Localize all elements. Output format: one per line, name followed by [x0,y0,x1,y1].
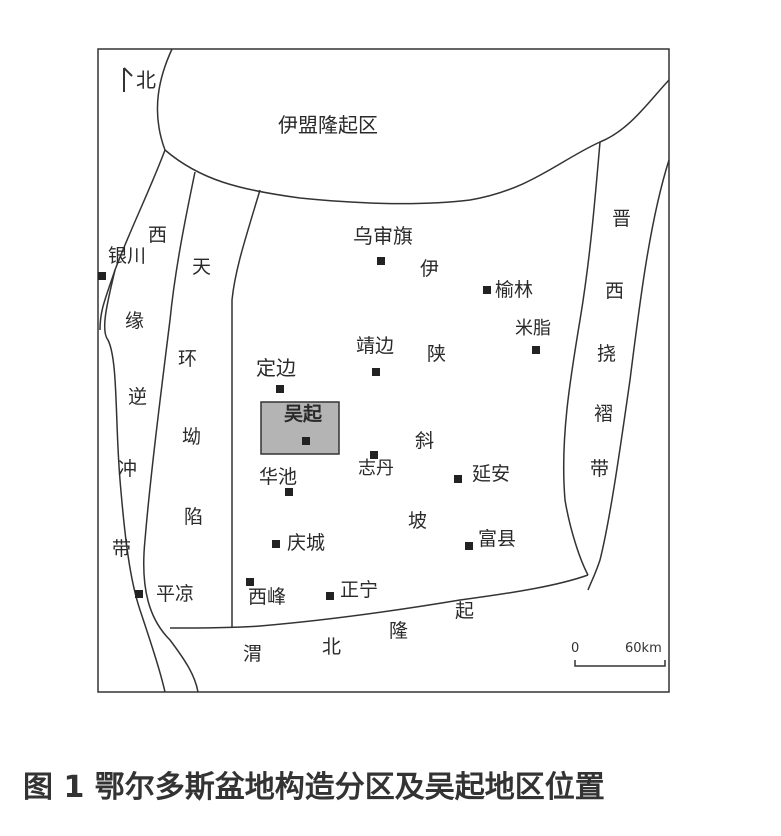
region-yishan-char4: 坡 [408,510,428,532]
region-jinxi-char1: 晋 [612,208,632,230]
north-label: 北 [136,68,156,92]
city-dingbian: 定边 [256,356,296,380]
city-zhengning: 正宁 [340,579,379,601]
city-mizhi: 米脂 [515,318,551,339]
marker-pingliang [135,590,143,598]
city-wushenqi: 乌审旗 [353,224,413,248]
region-tianhuan-char2: 环 [178,348,198,370]
region-yishan-char2: 陕 [427,343,447,365]
wuqi-highlight [260,401,340,455]
region-weibei-char4: 起 [455,600,475,622]
map-frame [97,48,670,693]
region-xiyuan-char5: 带 [112,538,132,560]
region-yishan-char1: 伊 [420,258,440,280]
region-weibei-char1: 渭 [243,643,263,665]
marker-mizhi [532,346,540,354]
jinxi-west-boundary [562,141,601,576]
marker-fuxian [465,542,473,550]
figure-caption: 图 1 鄂尔多斯盆地构造分区及吴起地区位置 [23,770,605,805]
city-yulin: 榆林 [495,279,534,301]
city-fuxian: 富县 [478,528,517,550]
scale-bar [574,660,666,667]
city-pingliang: 平凉 [156,583,195,605]
region-jinxi-char2: 西 [605,280,625,302]
jinxi-east-boundary [587,159,670,591]
marker-dingbian [276,385,284,393]
marker-qingcheng [272,540,280,548]
marker-huachi [285,488,293,496]
city-jingbian: 靖边 [356,335,395,357]
marker-zhidan [370,451,378,459]
region-jinxi-char4: 褶 [594,403,614,425]
city-huachi: 华池 [259,466,298,488]
region-tianhuan-char4: 陷 [184,506,204,528]
region-xiyuan-char2: 缘 [125,310,145,332]
marker-yulin [483,286,491,294]
yimeng-boundary [156,48,670,205]
marker-wuqi [302,437,310,445]
city-yinchuan: 银川 [108,245,147,267]
weibei-boundary [169,574,589,629]
city-qingcheng: 庆城 [287,532,326,554]
region-tianhuan-char3: 坳 [182,426,202,448]
marker-xifeng [246,578,254,586]
region-yishan-char3: 斜 [415,430,435,452]
scale-zero: 0 [571,641,580,656]
region-weibei-char2: 北 [322,636,342,658]
region-yimeng: 伊盟隆起区 [278,113,378,137]
city-wuqi: 吴起 [284,403,323,425]
xiyuan-east-boundary [142,171,199,693]
marker-jingbian [372,368,380,376]
region-jinxi-char5: 带 [590,458,610,480]
north-arrow-icon [123,67,133,92]
xiyuan-lower-boundary [103,269,166,693]
city-markers [98,257,540,600]
region-xiyuan-char3: 逆 [128,386,148,408]
city-yanan: 延安 [472,463,511,485]
region-jinxi-char3: 挠 [597,343,617,365]
marker-yanan [454,475,462,483]
marker-zhengning [326,592,334,600]
marker-yinchuan [98,272,106,280]
region-weibei-char3: 隆 [389,620,409,642]
region-xiyuan-char1: 西 [148,224,168,246]
city-zhidan: 志丹 [358,458,394,479]
xiyuan-west-boundary [99,149,166,331]
scale-max: 60km [625,641,662,656]
region-tianhuan-char1: 天 [192,256,212,278]
marker-wushenqi [377,257,385,265]
region-xiyuan-char4: 冲 [118,458,138,480]
city-xifeng: 西峰 [248,586,287,608]
tianhuan-east-boundary [231,189,261,628]
